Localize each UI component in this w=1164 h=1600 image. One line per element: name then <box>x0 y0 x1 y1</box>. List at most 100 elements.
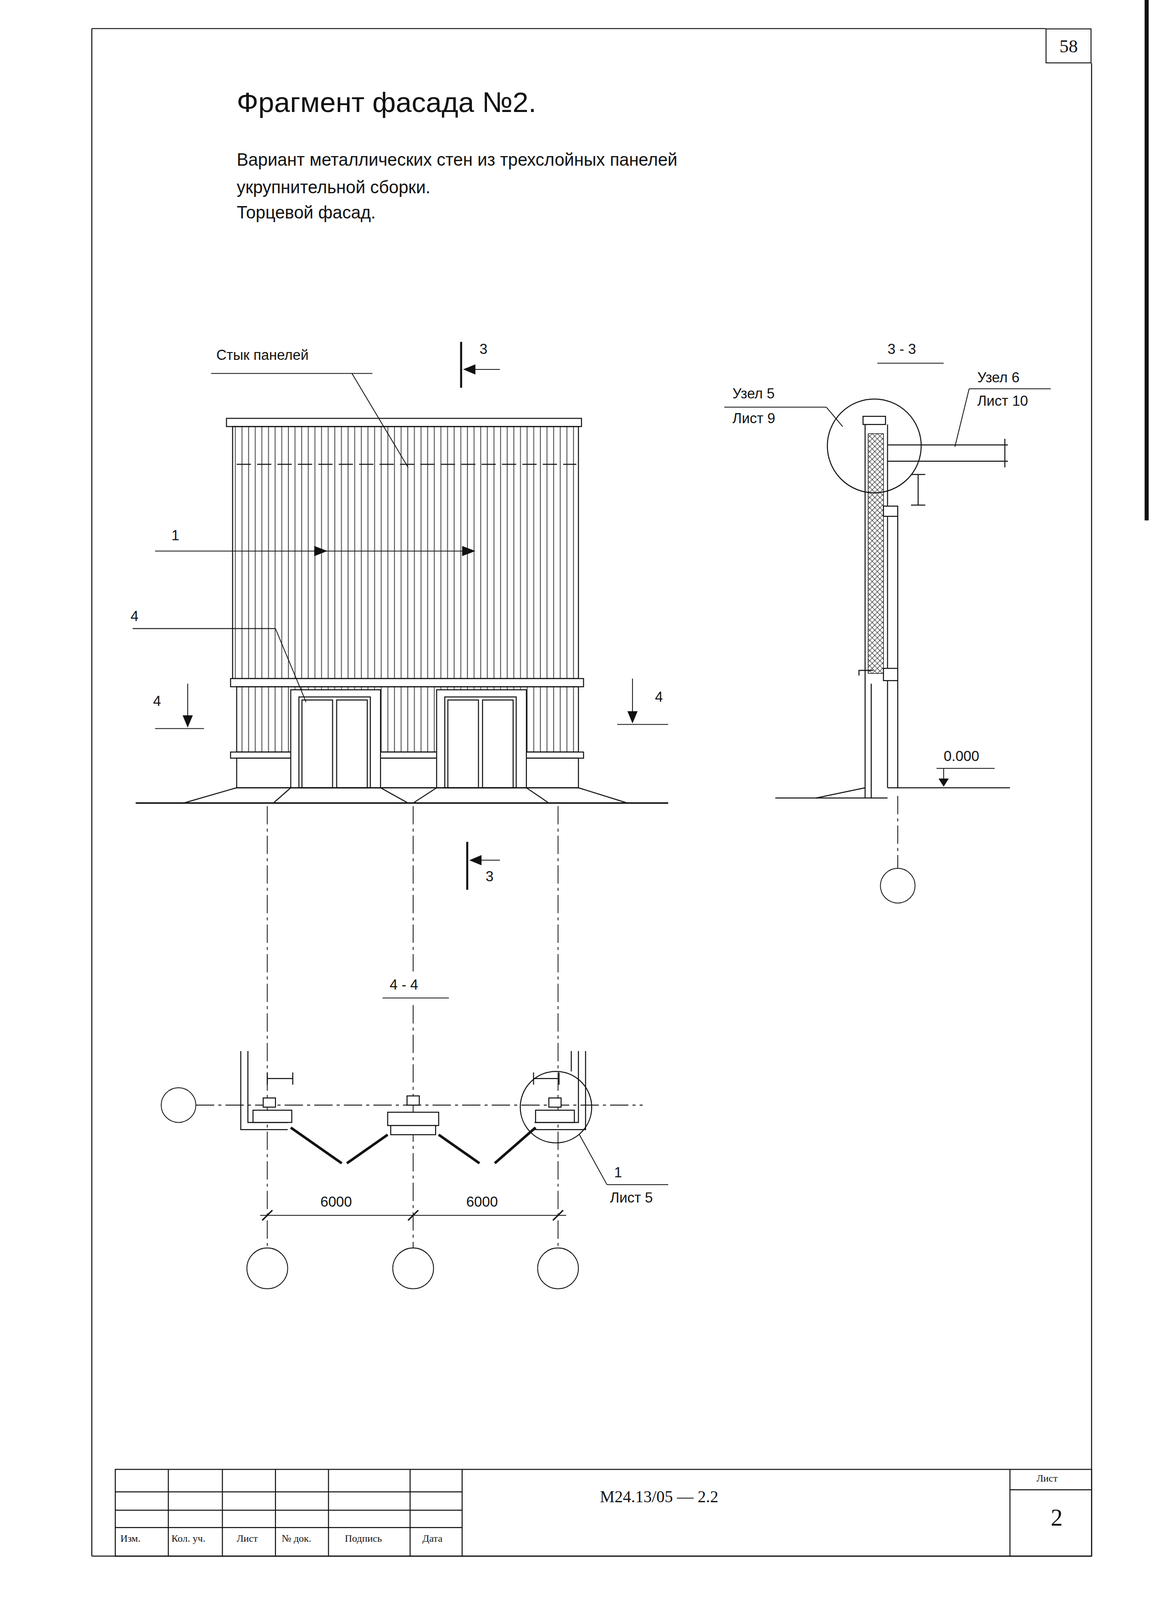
wall-section-3-3 <box>887 460 1008 462</box>
wall-section-3-3 <box>883 668 898 681</box>
wall-section-3-3 <box>936 767 995 769</box>
title-block-cell: № док. <box>281 1532 312 1545</box>
title-block <box>167 1469 169 1556</box>
end-facade-elevation <box>232 426 579 679</box>
end-facade-elevation <box>230 678 584 687</box>
plan-section-4-4 <box>494 1127 536 1164</box>
plan-section-4-4 <box>535 1110 575 1123</box>
dimension-line <box>408 1210 419 1221</box>
end-facade-elevation <box>230 752 584 759</box>
plan-section-4-4 <box>290 1127 342 1164</box>
drawing-code: М24.13/05 — 2.2 <box>599 1487 719 1507</box>
leader-lines <box>459 341 462 388</box>
sheet-number: 2 <box>1050 1504 1063 1532</box>
wall-section-3-3 <box>858 670 873 676</box>
end-facade-elevation <box>526 787 549 803</box>
section-mark: 4 <box>152 693 161 710</box>
leader-lines <box>462 545 476 556</box>
wall-section-3-3 <box>887 787 1011 789</box>
plan-section-4-4 <box>240 997 669 1185</box>
wall-section-3-3 <box>867 433 884 674</box>
plan-section-4-4 <box>292 1072 294 1086</box>
leader-lines <box>463 364 476 375</box>
sheet-frame <box>1144 0 1149 521</box>
wall-section-3-3 <box>775 787 866 798</box>
plan-section-4-4 <box>252 1110 292 1123</box>
wall-section-3-3 <box>870 683 872 799</box>
end-facade-elevation <box>447 699 479 788</box>
wall-section-3-3 <box>864 424 866 799</box>
node-reference: Узел 5 <box>732 385 775 403</box>
wall-section-3-3 <box>911 504 926 506</box>
plan-section-4-4 <box>267 1078 293 1080</box>
end-facade-elevation <box>290 689 381 788</box>
callout-text: Стык панелей <box>216 346 309 364</box>
end-facade-elevation <box>482 699 514 788</box>
plan-section-4-4 <box>534 1051 579 1123</box>
plan-section-4-4 <box>558 1072 560 1086</box>
wall-section-3-3 <box>1004 438 1006 468</box>
plan-section-4-4 <box>407 1096 420 1106</box>
section-mark: 3 <box>479 341 488 358</box>
callout-number: 1 <box>614 1164 622 1181</box>
leader-lines <box>187 683 189 717</box>
leader-lines <box>132 628 276 630</box>
leader-lines <box>352 373 409 468</box>
leader-lines <box>155 727 205 729</box>
plan-section-4-4 <box>520 1071 593 1143</box>
title-block-cell: Дата <box>422 1532 443 1545</box>
section-title: 4 - 4 <box>389 976 419 994</box>
plan-section-4-4 <box>387 1112 439 1126</box>
plan-section-4-4 <box>570 1051 572 1072</box>
sheet-frame <box>1091 63 1092 1557</box>
end-facade-elevation <box>436 689 527 788</box>
sheet-reference: Лист 5 <box>609 1189 653 1207</box>
title-block <box>328 1469 330 1556</box>
end-facade-elevation <box>183 787 628 803</box>
subtitle: Торцевой фасад. <box>236 202 376 224</box>
end-facade-elevation <box>444 696 517 788</box>
node-reference: Узел 6 <box>977 369 1020 387</box>
axis-lines <box>897 795 899 869</box>
plan-section-4-4 <box>579 1134 607 1185</box>
title-block <box>221 1469 223 1556</box>
end-facade-elevation <box>135 418 669 804</box>
dimension-line <box>262 1210 273 1221</box>
title-block-cell: Кол. уч. <box>171 1532 206 1545</box>
end-facade-elevation <box>298 696 371 788</box>
title-block <box>1009 1489 1092 1491</box>
axis-lines <box>161 795 916 1289</box>
wall-section-3-3 <box>917 474 919 506</box>
plan-section-4-4 <box>390 1125 436 1135</box>
dimension: 6000 <box>466 1193 499 1211</box>
wall-section-3-3 <box>911 474 926 476</box>
axis-lines <box>246 1247 288 1289</box>
title-block-cell: Лист <box>236 1532 258 1545</box>
sheet-reference: Лист 9 <box>732 410 776 427</box>
leader-lines <box>314 545 328 556</box>
axis-lines <box>880 868 916 904</box>
leader-lines <box>724 406 827 408</box>
wall-section-3-3 <box>887 444 1008 446</box>
leader-lines <box>617 724 669 726</box>
plan-section-4-4 <box>382 997 449 999</box>
plan-section-4-4 <box>346 1134 388 1164</box>
subtitle: Вариант металлических стен из трехслойны… <box>236 145 765 202</box>
leader-lines <box>469 855 482 866</box>
title-block <box>409 1469 411 1556</box>
section-mark: 3 <box>485 868 494 885</box>
axis-lines <box>161 1087 196 1123</box>
axis-lines <box>537 1247 579 1289</box>
plan-section-4-4 <box>606 1184 668 1186</box>
wall-section-3-3 <box>938 778 949 787</box>
sheet-frame <box>91 27 1046 29</box>
leader-lines <box>132 341 1051 890</box>
leader-lines <box>632 678 633 712</box>
title-block <box>115 1469 1092 1556</box>
section-mark: 4 <box>654 688 663 706</box>
plan-section-4-4 <box>534 1051 586 1130</box>
leader-lines <box>627 711 638 724</box>
axis-lines <box>557 805 559 1248</box>
end-facade-elevation <box>236 686 579 752</box>
